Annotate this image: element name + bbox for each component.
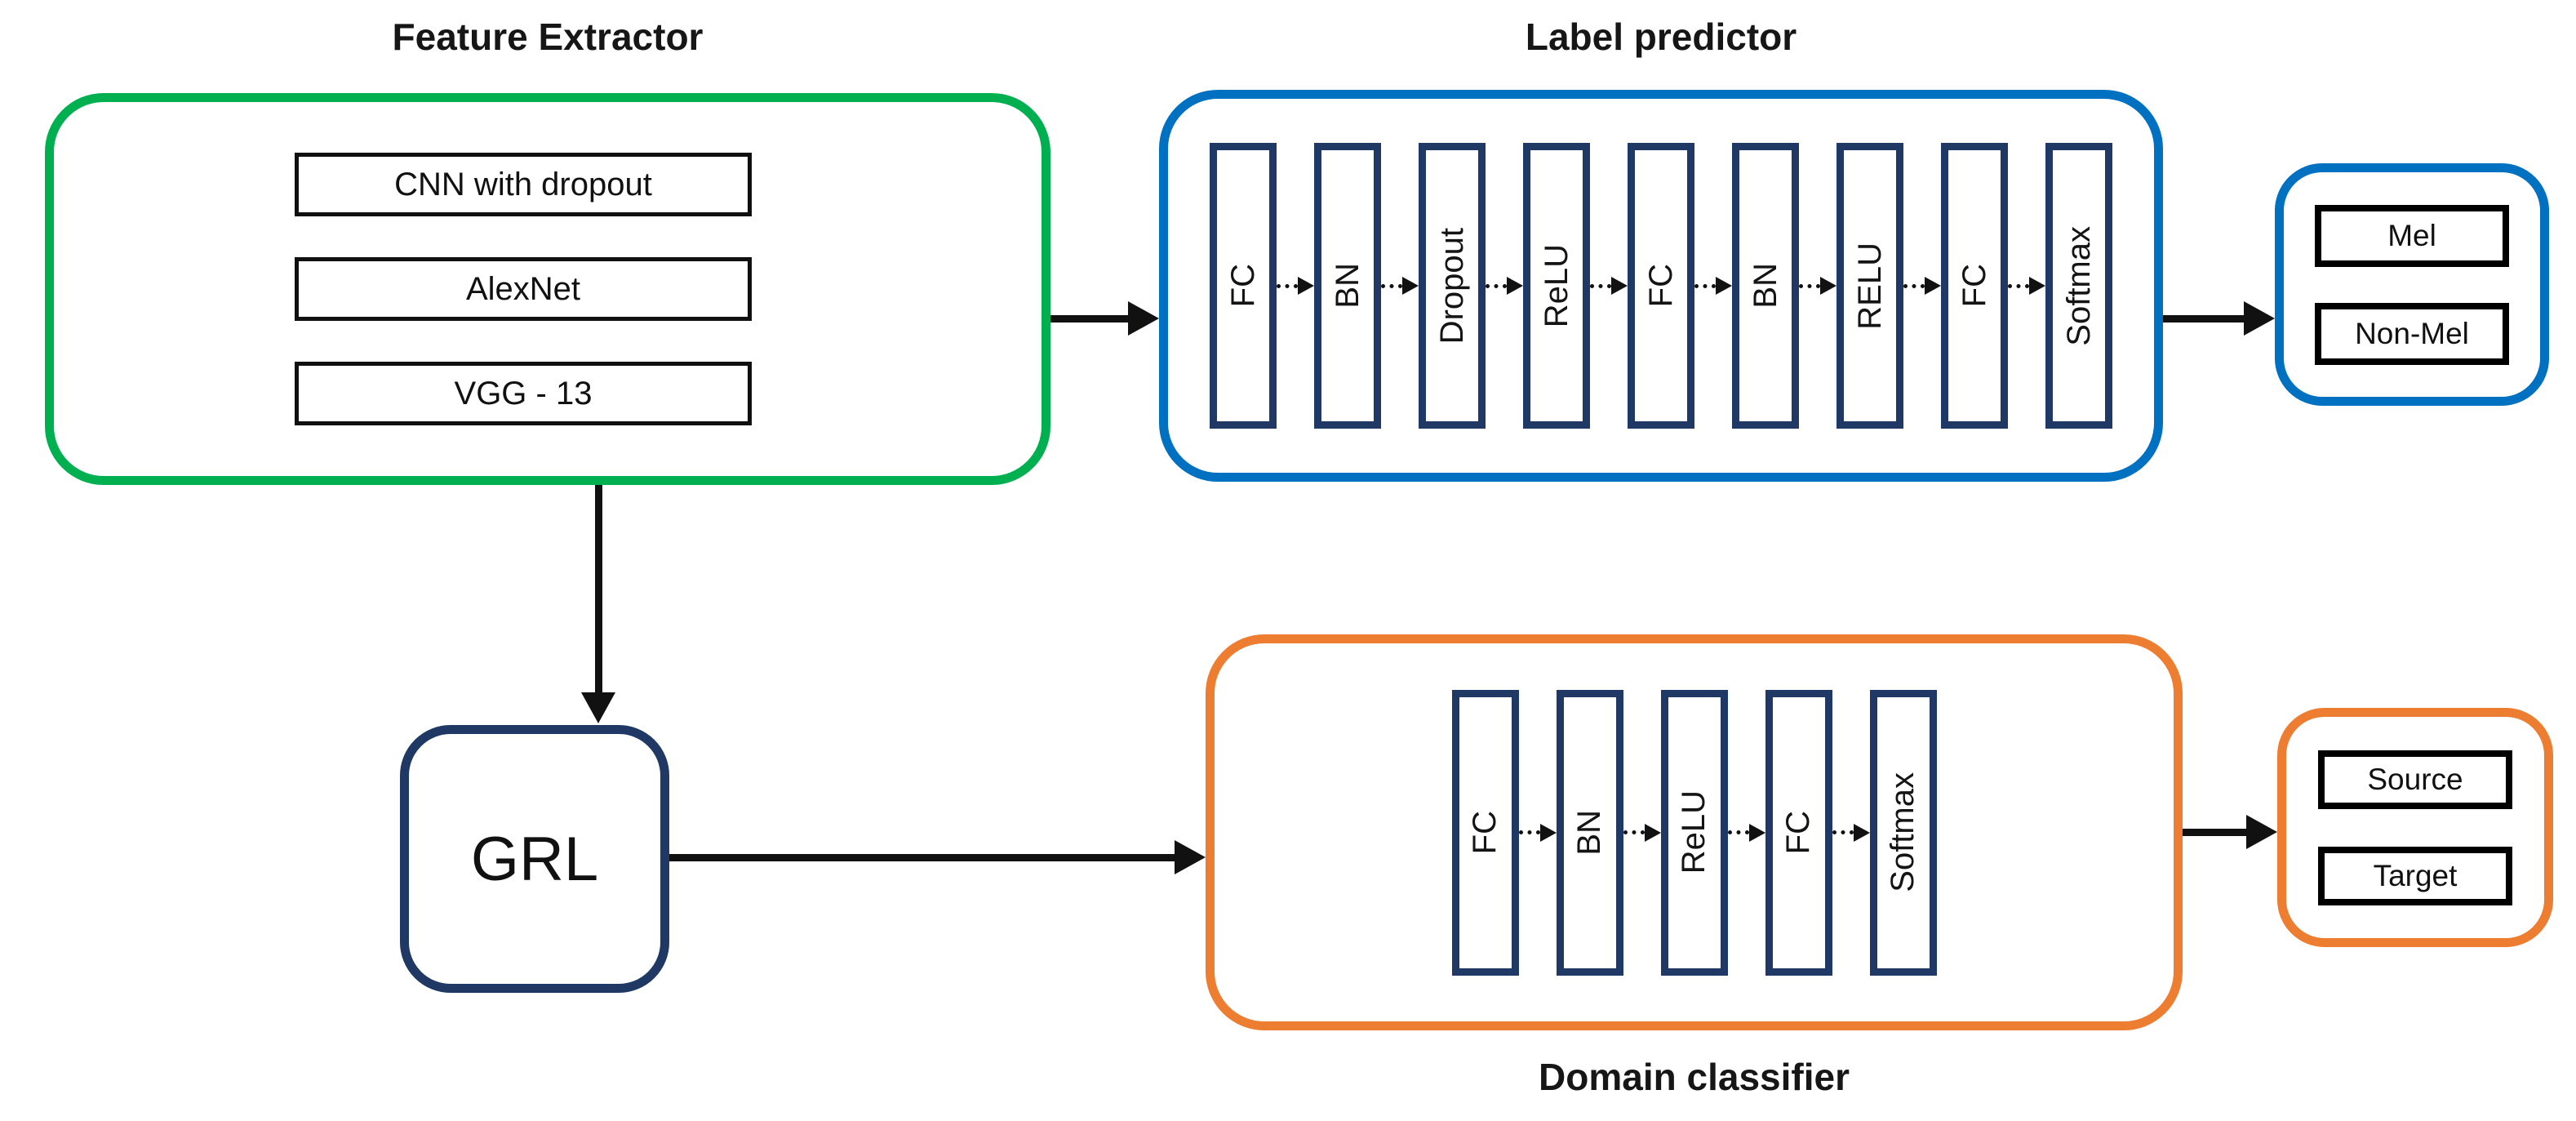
feature-extractor-box: CNN with dropout AlexNet VGG - 13 — [45, 93, 1050, 485]
dotted-arrow-icon — [1832, 816, 1870, 849]
dotted-arrow-icon — [1590, 269, 1628, 302]
lp-layer-fc-1: FC — [1210, 143, 1277, 429]
arrow-domain-to-outputs — [2183, 815, 2277, 849]
lp-layer-label: BN — [1747, 263, 1783, 309]
dotted-arrow-icon — [1518, 816, 1557, 849]
lp-layer-relu-1: ReLU — [1523, 143, 1590, 429]
label-predictor-box: FC BN Dropout ReLU FC BN RELU FC Softmax — [1159, 90, 2163, 482]
lp-layer-label: ReLU — [1538, 243, 1574, 328]
dotted-arrow-icon — [1623, 816, 1661, 849]
lp-layer-fc-3: FC — [1941, 143, 2008, 429]
dc-layer-label: FC — [1780, 810, 1816, 855]
lp-layer-dropout: Dropout — [1419, 143, 1486, 429]
lp-layer-bn-2: BN — [1732, 143, 1799, 429]
dc-layer-relu: ReLU — [1660, 689, 1728, 976]
lp-layer-label: Softmax — [2060, 225, 2097, 346]
feature-extractor-title: Feature Extractor — [392, 16, 704, 58]
dotted-arrow-icon — [1694, 269, 1732, 302]
dc-layer-label: Softmax — [1885, 772, 1921, 892]
lp-layer-softmax: Softmax — [2045, 143, 2112, 429]
dotted-arrow-icon — [1486, 269, 1523, 302]
dotted-arrow-icon — [1799, 269, 1837, 302]
lp-layer-label: FC — [1642, 264, 1679, 308]
domain-classifier-title: Domain classifier — [1539, 1056, 1850, 1098]
dotted-arrow-icon — [2008, 269, 2045, 302]
class-source: Source — [2318, 750, 2512, 809]
arrow-feature-to-grl — [581, 485, 615, 723]
lp-layer-label: BN — [1329, 263, 1366, 309]
grl-label: GRL — [470, 824, 599, 894]
feature-extractor-item-vgg13: VGG - 13 — [295, 362, 752, 425]
label-output-box: Mel Non-Mel — [2275, 163, 2549, 406]
arrow-grl-to-domain — [669, 840, 1206, 874]
dotted-arrow-icon — [1727, 816, 1765, 849]
dotted-arrow-icon — [1277, 269, 1314, 302]
class-mel: Mel — [2315, 204, 2509, 267]
class-target: Target — [2318, 846, 2512, 905]
dc-layer-softmax: Softmax — [1869, 689, 1937, 976]
lp-layer-label: Dropout — [1433, 227, 1470, 345]
lp-layer-bn-1: BN — [1314, 143, 1381, 429]
lp-layer-fc-2: FC — [1628, 143, 1694, 429]
dc-layer-fc-2: FC — [1765, 689, 1832, 976]
feature-extractor-item-cnn: CNN with dropout — [295, 153, 752, 216]
feature-extractor-item-alexnet: AlexNet — [295, 257, 752, 321]
lp-layer-label: RELU — [1851, 242, 1888, 330]
label-predictor-title: Label predictor — [1525, 16, 1797, 58]
arrow-feature-to-label — [1050, 301, 1159, 336]
arrow-label-to-outputs — [2163, 301, 2275, 336]
dotted-arrow-icon — [1381, 269, 1419, 302]
lp-layer-label: FC — [1956, 264, 1992, 308]
lp-layer-relu-2: RELU — [1837, 143, 1903, 429]
dc-layer-label: ReLU — [1676, 790, 1712, 874]
dc-layer-label: BN — [1571, 809, 1607, 856]
lp-layer-label: FC — [1224, 264, 1261, 308]
dotted-arrow-icon — [1903, 269, 1941, 302]
domain-classifier-box: FC BN ReLU FC Softmax — [1206, 634, 2183, 1030]
grl-box: GRL — [400, 725, 669, 993]
dc-layer-label: FC — [1467, 810, 1503, 855]
dc-layer-fc-1: FC — [1451, 689, 1519, 976]
class-non-mel: Non-Mel — [2315, 302, 2509, 365]
domain-output-box: Source Target — [2277, 708, 2553, 947]
dc-layer-bn: BN — [1556, 689, 1623, 976]
